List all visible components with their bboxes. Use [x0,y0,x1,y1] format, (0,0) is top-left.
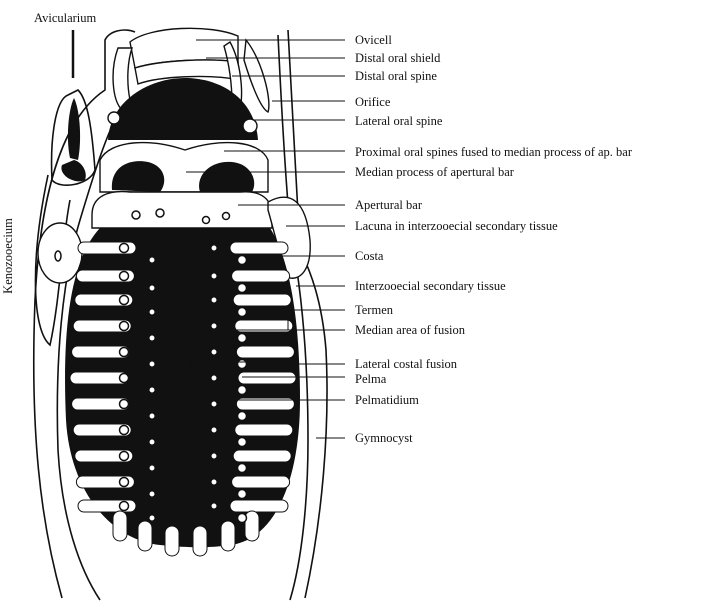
lateral-oral-spine-left [108,112,120,124]
costa-right-11 [230,500,288,512]
label-interzooecial-tissue: Interzooecial secondary tissue [355,279,506,293]
pelmatidium-pore-2-3 [211,273,217,279]
pelmatidium-pore-3-2 [149,309,155,315]
label-median-process: Median process of apertural bar [355,165,515,179]
pelmatidium-pore-11-2 [149,515,155,521]
costa-right-5 [236,346,294,358]
costa-right-1 [230,242,288,254]
label-termen: Termen [355,303,394,317]
pelmatidium-pore-4-4 [238,334,247,343]
pelmatidium-pore-3-1 [120,296,129,305]
pelmatidium-pore-10-3 [211,479,217,485]
lateral-oral-spine-right [243,119,257,133]
pelmatidium-pore-3-3 [211,297,217,303]
label-apertural-bar: Apertural bar [355,198,423,212]
pelmatidium-pore-6-2 [149,387,155,393]
pelmatidium-pore-5-1 [120,348,129,357]
label-distal-oral-spine: Distal oral spine [355,69,437,83]
pelmatidium-pore-2-4 [238,284,247,293]
costa-right-6 [238,372,296,384]
avicularium-mandible [61,160,85,181]
pelmatidium-pore-7-2 [149,413,155,419]
label-pelmatidium: Pelmatidium [355,393,419,407]
pelmatidium-pore-3-4 [238,308,247,317]
label-gymnocyst: Gymnocyst [355,431,413,445]
pelmatidium-pore-8-1 [120,426,129,435]
label-costa: Costa [355,249,384,263]
costa-right-10 [232,476,290,488]
apertural-lacuna-4 [223,213,230,220]
costa-right-8 [235,424,293,436]
pelmatidium-pore-2-2 [149,285,155,291]
label-lacuna: Lacuna in interzooecial secondary tissue [355,219,558,233]
pelmatidium-pore-5-4 [238,360,247,369]
pelmatidium-pore-11-1 [120,502,129,511]
pelmatidium-pore-9-3 [211,453,217,459]
label-pelma: Pelma [355,372,387,386]
pelmatidium-pore-11-3 [211,503,217,509]
pelmatidium-pore-7-1 [120,400,129,409]
pelmatidium-pore-7-3 [211,401,217,407]
pelmatidium-pore-8-2 [149,439,155,445]
pelmatidium-pore-6-3 [211,375,217,381]
pelmatidium-pore-10-2 [149,491,155,497]
costa-bottom-1 [113,511,127,541]
costa-right-9 [233,450,291,462]
pelmatidium-pore-6-4 [238,386,247,395]
label-ovicell: Ovicell [355,33,392,47]
pelmatidium-pore-9-1 [120,452,129,461]
pelmatidium-pore-1-1 [120,244,129,253]
pelmatidium-pore-8-3 [211,427,217,433]
label-distal-oral-shield: Distal oral shield [355,51,441,65]
costa-bottom-2 [138,521,152,551]
pelmatidium-pore-5-2 [149,361,155,367]
costa-bottom-4 [193,526,207,556]
pelmatidium-pore-6-1 [120,374,129,383]
label-median-area: Median area of fusion [355,323,466,337]
pelmatidium-pore-9-4 [238,464,247,473]
apertural-bar [92,192,272,228]
label-lateral-oral-spine: Lateral oral spine [355,114,443,128]
pelmatidium-pore-2-1 [120,272,129,281]
zooid-drawing [34,28,327,600]
pelmatidium-pore-4-2 [149,335,155,341]
pelmatidium-pore-1-4 [238,256,247,265]
avicularium-rostrum [68,98,80,160]
apertural-lacuna-3 [203,217,210,224]
pelmatidium-pore-8-4 [238,438,247,447]
costa-right-3 [233,294,291,306]
pelmatidium-pore-1-3 [211,245,217,251]
costa-bottom-6 [245,511,259,541]
costa-bottom-5 [221,521,235,551]
pelmatidium-pore-7-4 [238,412,247,421]
pelmatidium-pore-5-3 [211,349,217,355]
pelmatidium-pore-10-4 [238,490,247,499]
label-lateral-costal-fusion: Lateral costal fusion [355,357,458,371]
pelmatidium-pore-9-2 [149,465,155,471]
pelmatidium-pore-4-1 [120,322,129,331]
pelmatidium-pore-4-3 [211,323,217,329]
pelmatidium-pore-1-2 [149,257,155,263]
pelmatidium-pore-10-1 [120,478,129,487]
label-kenozooecium: Kenozooecium [1,218,15,294]
kenozooecium-opening [55,251,61,261]
label-orifice: Orifice [355,95,391,109]
gymnocyst-outline-right [300,250,327,598]
costa-right-2 [232,270,290,282]
label-avicularium: Avicularium [34,11,97,25]
label-proximal-oral-spines: Proximal oral spines fused to median pro… [355,145,633,159]
apertural-lacuna-2 [156,209,164,217]
pelmatidium-pore-11-4 [238,514,247,523]
apertural-lacuna-1 [132,211,140,219]
costa-bottom-3 [165,526,179,556]
